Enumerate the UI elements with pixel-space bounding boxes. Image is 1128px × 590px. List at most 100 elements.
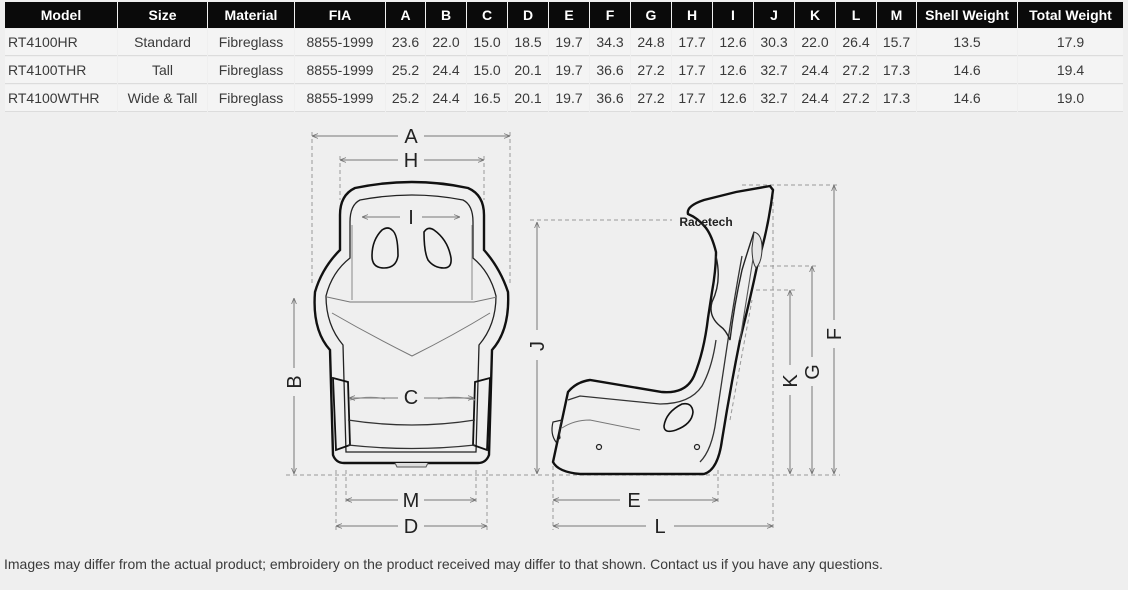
seat-dimension-diagram: A H I B C M D — [284, 126, 846, 538]
dim-label-m: M — [403, 490, 420, 512]
table-cell: 17.9 — [1018, 29, 1123, 56]
table-cell: 19.7 — [549, 29, 589, 56]
table-cell: 13.5 — [917, 29, 1017, 56]
column-header: I — [713, 2, 753, 28]
table-cell: 19.7 — [549, 85, 589, 112]
table-cell: 12.6 — [713, 29, 753, 56]
column-header: FIA — [295, 2, 385, 28]
seat-side-view: Racetech J E L K G F — [527, 184, 846, 538]
table-cell: 17.3 — [877, 85, 916, 112]
seat-front-view: A H I B C M D — [284, 126, 840, 538]
model-cell: RT4100WTHR — [5, 85, 117, 112]
table-cell: 19.4 — [1018, 57, 1123, 84]
table-cell: 19.0 — [1018, 85, 1123, 112]
table-cell: 24.4 — [426, 85, 466, 112]
table-cell: 14.6 — [917, 85, 1017, 112]
table-cell: 25.2 — [386, 85, 425, 112]
table-cell: 24.4 — [795, 85, 835, 112]
table-cell: 24.8 — [631, 29, 671, 56]
table-cell: 27.2 — [836, 57, 876, 84]
model-cell: RT4100HR — [5, 29, 117, 56]
column-header: E — [549, 2, 589, 28]
table-cell: 32.7 — [754, 85, 794, 112]
dim-label-h: H — [404, 150, 418, 172]
table-cell: 8855-1999 — [295, 29, 385, 56]
column-header: M — [877, 2, 916, 28]
table-cell: 20.1 — [508, 57, 548, 84]
table-cell: 15.0 — [467, 29, 507, 56]
column-header: L — [836, 2, 876, 28]
column-header: G — [631, 2, 671, 28]
column-header: Shell Weight — [917, 2, 1017, 28]
table-cell: Fibreglass — [208, 85, 294, 112]
dim-label-d: D — [404, 516, 418, 538]
table-cell: 27.2 — [631, 85, 671, 112]
table-cell: 20.1 — [508, 85, 548, 112]
table-cell: 23.6 — [386, 29, 425, 56]
table-cell: 12.6 — [713, 57, 753, 84]
table-cell: 17.7 — [672, 57, 712, 84]
table-cell: 14.6 — [917, 57, 1017, 84]
dim-label-g: G — [802, 364, 824, 380]
table-cell: 19.7 — [549, 57, 589, 84]
table-cell: 36.6 — [590, 57, 630, 84]
table-cell: 22.0 — [426, 29, 466, 56]
table-cell: 27.2 — [836, 85, 876, 112]
table-cell: 15.7 — [877, 29, 916, 56]
column-header: Size — [118, 2, 207, 28]
dim-label-j: J — [527, 341, 549, 351]
column-header: F — [590, 2, 630, 28]
column-header: J — [754, 2, 794, 28]
dim-label-k: K — [780, 374, 802, 388]
table-cell: Tall — [118, 57, 207, 84]
dim-label-b: B — [284, 375, 306, 388]
table-cell: 32.7 — [754, 57, 794, 84]
table-cell: 8855-1999 — [295, 85, 385, 112]
model-cell: RT4100THR — [5, 57, 117, 84]
column-header: D — [508, 2, 548, 28]
table-cell: 18.5 — [508, 29, 548, 56]
table-cell: Fibreglass — [208, 29, 294, 56]
dim-label-a: A — [404, 126, 418, 148]
disclaimer-footnote: Images may differ from the actual produc… — [4, 556, 883, 572]
table-cell: 34.3 — [590, 29, 630, 56]
table-cell: 17.7 — [672, 85, 712, 112]
table-cell: 15.0 — [467, 57, 507, 84]
table-cell: Fibreglass — [208, 57, 294, 84]
column-header: Material — [208, 2, 294, 28]
table-cell: 25.2 — [386, 57, 425, 84]
table-cell: 26.4 — [836, 29, 876, 56]
column-header: K — [795, 2, 835, 28]
table-cell: 17.7 — [672, 29, 712, 56]
dim-label-e: E — [627, 490, 640, 512]
column-header: Total Weight — [1018, 2, 1123, 28]
dim-label-c: C — [404, 387, 418, 409]
table-cell: 30.3 — [754, 29, 794, 56]
table-cell: 17.3 — [877, 57, 916, 84]
table-cell: 22.0 — [795, 29, 835, 56]
column-header: Model — [5, 2, 117, 28]
table-cell: 16.5 — [467, 85, 507, 112]
column-header: H — [672, 2, 712, 28]
table-cell: 27.2 — [631, 57, 671, 84]
table-cell: 8855-1999 — [295, 57, 385, 84]
dim-label-f: F — [824, 328, 846, 340]
column-header: B — [426, 2, 466, 28]
table-cell: Standard — [118, 29, 207, 56]
table-cell: 12.6 — [713, 85, 753, 112]
dim-label-i: I — [408, 207, 414, 229]
table-cell: 24.4 — [426, 57, 466, 84]
dim-label-l: L — [654, 516, 665, 538]
column-header: A — [386, 2, 425, 28]
brand-label: Racetech — [679, 215, 732, 229]
table-cell: 24.4 — [795, 57, 835, 84]
table-cell: 36.6 — [590, 85, 630, 112]
column-header: C — [467, 2, 507, 28]
table-cell: Wide & Tall — [118, 85, 207, 112]
